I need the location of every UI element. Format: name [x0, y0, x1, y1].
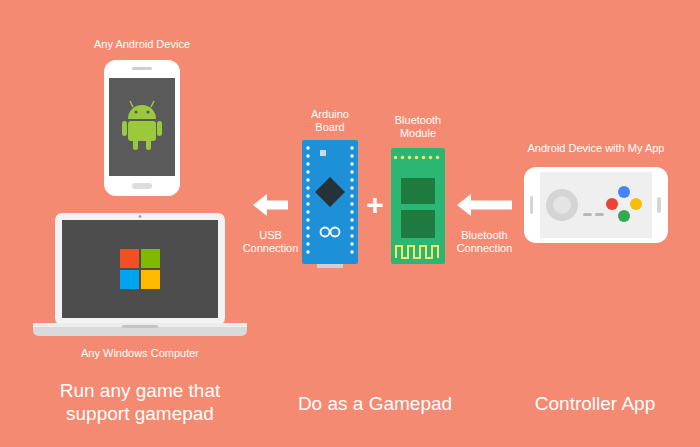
caption-text: Controller App [535, 393, 655, 416]
select-button [583, 213, 592, 216]
pin-header [348, 144, 356, 256]
windows-logo-tile [120, 270, 139, 289]
bluetooth-board [391, 148, 445, 264]
phone-screen [540, 172, 652, 238]
phone-button [132, 183, 152, 189]
pin-header [304, 144, 312, 256]
windows-logo-tile [141, 249, 160, 268]
phone-screen [109, 78, 175, 176]
android-antenna [151, 101, 154, 107]
phone-speaker [530, 196, 533, 214]
android-leg [146, 139, 151, 150]
device-node: Bluetooth Module [391, 148, 445, 264]
pin-row [394, 154, 441, 161]
phone-speaker [132, 67, 152, 70]
microcontroller-chip [315, 177, 345, 207]
joystick-knob [553, 196, 571, 214]
connection-label: USB Connection [235, 229, 307, 255]
android-leg [133, 139, 138, 150]
start-button [595, 213, 604, 216]
android-arm [157, 121, 162, 136]
connector-arrow [267, 201, 288, 210]
connection-label: Bluetooth Connection [449, 229, 521, 255]
caption-text: Run any game that support gamepad [29, 380, 251, 426]
phone-button [657, 197, 661, 213]
action-button [618, 186, 630, 198]
device-node: Arduino Board [302, 140, 358, 264]
device-node: Android Device with My App [524, 167, 668, 243]
reset-button [320, 150, 326, 156]
arduino-logo [321, 228, 330, 237]
device-node: Any Android Device [104, 60, 180, 196]
android-eye [146, 110, 149, 113]
laptop-camera [139, 215, 142, 218]
caption-text: Do as a Gamepad [298, 393, 452, 416]
device-label: Bluetooth Module [386, 114, 450, 140]
android-arm [122, 121, 127, 136]
plus-sign: + [366, 187, 384, 223]
windows-logo-tile [120, 249, 139, 268]
arduino-logo [331, 228, 340, 237]
device-label: Android Device with My App [528, 142, 665, 155]
device-node: Any Windows Computer [33, 213, 247, 337]
laptop-base-edge [33, 323, 247, 327]
action-button [630, 198, 642, 210]
laptop-lid [55, 213, 225, 325]
phone-body [104, 60, 180, 196]
android-body [128, 121, 156, 141]
action-button [618, 210, 630, 222]
joystick [546, 189, 578, 221]
android-head [128, 105, 156, 119]
arduino-board [302, 140, 358, 264]
device-label: Arduino Board [299, 108, 361, 134]
windows-logo-tile [141, 270, 160, 289]
device-label: Any Windows Computer [81, 347, 199, 360]
android-antenna [130, 101, 133, 107]
action-button [606, 198, 618, 210]
laptop-screen [62, 220, 218, 318]
pcb-antenna [396, 246, 438, 258]
android-eye [134, 110, 137, 113]
connector-arrow [471, 201, 512, 210]
phone-body [524, 167, 668, 243]
bluetooth-chip [401, 178, 435, 204]
laptop-notch [122, 325, 158, 328]
bluetooth-chip [401, 210, 435, 238]
device-label: Any Android Device [94, 38, 190, 51]
